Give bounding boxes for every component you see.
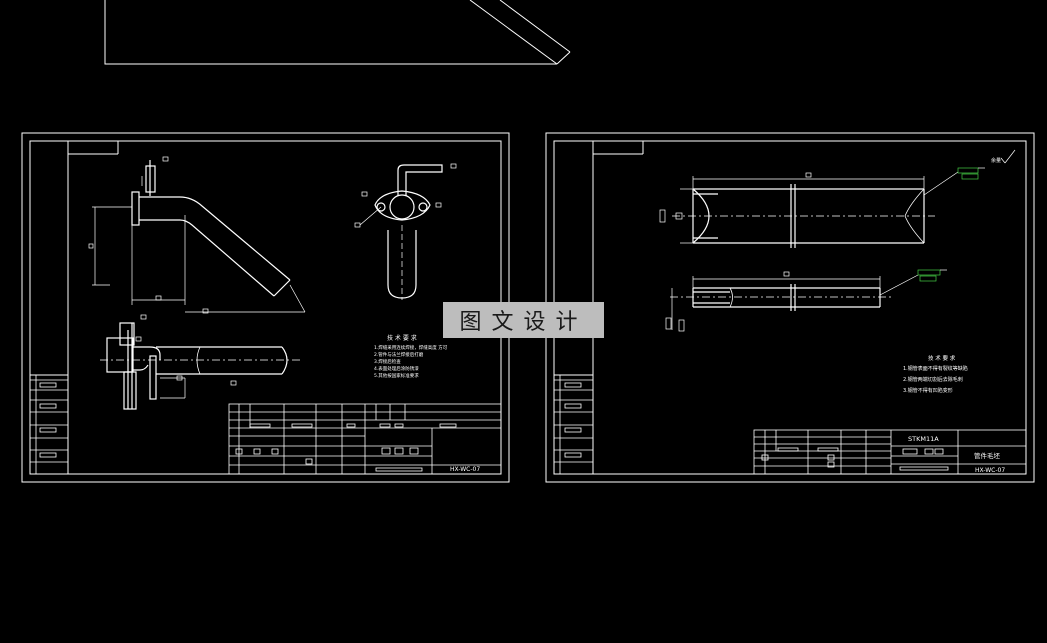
left-drawing-sheet: 技 术 要 求 1.焊缝采用连续焊接，焊缝高度 方可 2.管件与法兰焊接后打磨 … [21,132,510,483]
right-pipe-view-upper [659,167,985,248]
right-roughness-label: 余量 [991,157,1001,164]
left-tech-line-1: 1.焊缝采用连续焊接，焊缝高度 方可 [374,344,448,351]
top-partial-sheet [104,0,571,65]
left-tech-title: 技 术 要 求 [387,334,417,342]
watermark-label: 图文设计 [443,302,604,338]
right-title-block [753,429,1027,475]
right-drawing-sheet: 余量 技 术 要 求 1.钢管表面不得有裂纹等缺陷 2.钢管两端切割后去除毛刺 … [545,132,1035,483]
left-front-view [88,156,306,314]
left-tech-line-5: 5.其他按国家标准要求 [374,372,419,379]
right-pipe-view-lower [665,269,947,332]
left-tech-line-2: 2.管件与法兰焊接后打磨 [374,351,424,358]
right-tech-line-3: 3.钢管不得有凹陷变形 [903,387,953,394]
left-plan-view [100,314,300,410]
left-tech-line-3: 3.焊接后检查 [374,358,401,365]
right-tech-title: 技 术 要 求 [928,354,956,362]
right-tech-line-2: 2.钢管两端切割后去除毛刺 [903,376,963,383]
left-side-view [354,163,457,300]
right-roughness-note [1000,149,1016,164]
left-tech-requirements: 技 术 要 求 1.焊缝采用连续焊接，焊缝高度 方可 2.管件与法兰焊接后打磨 … [374,334,480,473]
right-text-group: 余量 技 术 要 求 1.钢管表面不得有裂纹等缺陷 2.钢管两端切割后去除毛刺 … [903,157,1005,474]
right-tech-line-1: 1.钢管表面不得有裂纹等缺陷 [903,365,968,372]
left-tech-line-4: 4.表面处理后涂防锈漆 [374,365,419,372]
right-drawing-number: HX-WC-07 [975,467,1005,474]
left-drawing-number: HX-WC-07 [450,466,480,473]
right-material-label: STKM11A [908,435,939,443]
left-title-block [228,403,502,475]
right-part-name: 管件毛坯 [974,451,1001,460]
